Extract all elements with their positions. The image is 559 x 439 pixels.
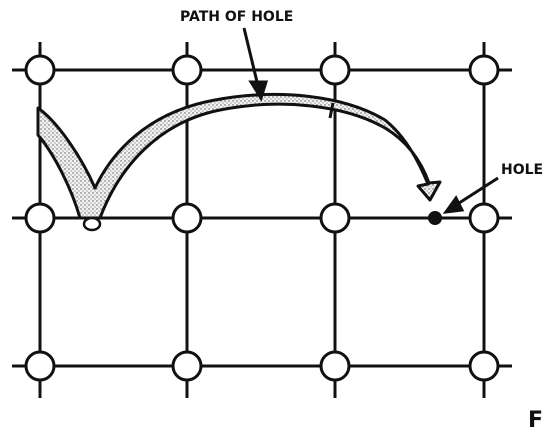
hole-label-arrowhead-icon — [442, 195, 465, 214]
atom-r1c4 — [468, 54, 500, 86]
atom-r3c1 — [24, 350, 56, 382]
lattice-atoms — [24, 54, 500, 382]
atom-r3c4 — [468, 350, 500, 382]
annotation-arrows — [242, 27, 499, 214]
hole-dot — [428, 211, 442, 225]
atom-r1c2 — [171, 54, 203, 86]
atom-r2c4 — [468, 202, 500, 234]
atom-r3c3 — [319, 350, 351, 382]
atom-r2c1 — [24, 202, 56, 234]
atom-r1c1 — [24, 54, 56, 86]
atom-r1c3 — [319, 54, 351, 86]
hole-path — [36, 93, 442, 220]
path-label-arrow-line — [242, 27, 260, 87]
hole-path-band-mark — [328, 102, 335, 119]
atom-r2c3 — [319, 202, 351, 234]
figure-letter: F — [528, 408, 543, 433]
path-of-hole-label: PATH OF HOLE — [180, 9, 293, 25]
atom-r2c2 — [171, 202, 203, 234]
path-origin-mark — [82, 216, 102, 232]
hole-label-arrow-line — [455, 176, 499, 207]
hole-path-band — [36, 93, 442, 220]
hole-label: HOLE — [501, 162, 543, 178]
atom-r3c2 — [171, 350, 203, 382]
path-label-arrowhead-icon — [248, 80, 269, 102]
